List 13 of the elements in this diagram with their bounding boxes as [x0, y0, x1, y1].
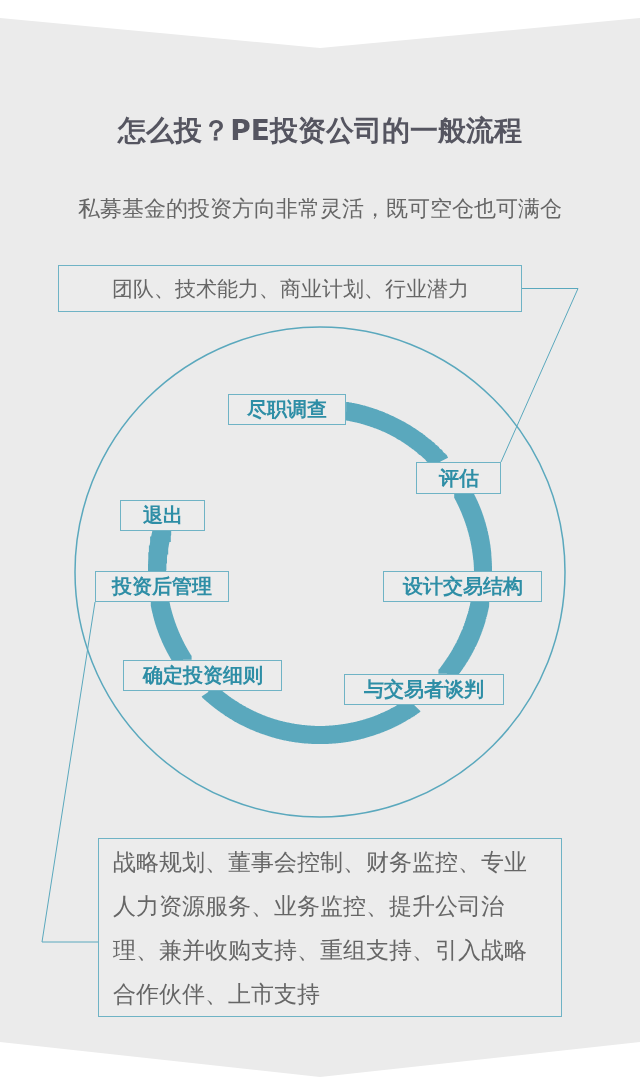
- criteria-box: 团队、技术能力、商业计划、行业潜力: [58, 265, 522, 312]
- services-box: 战略规划、董事会控制、财务监控、专业人力资源服务、业务监控、提升公司治理、兼并收购支持、重组支持、引入战略合作伙伴、上市支持: [98, 838, 562, 1017]
- leader-line: [500, 288, 579, 463]
- stage-box: 尽职调查: [228, 394, 346, 425]
- stage-box: 确定投资细则: [123, 660, 282, 691]
- stage-box: 设计交易结构: [383, 571, 542, 602]
- subtitle: 私募基金的投资方向非常灵活，既可空仓也可满仓: [77, 195, 563, 223]
- stage-box: 退出: [120, 500, 205, 531]
- stage-box: 评估: [416, 462, 501, 494]
- leader-line: [41, 601, 99, 943]
- stage-box: 投资后管理: [95, 571, 229, 602]
- stage-box: 与交易者谈判: [344, 674, 504, 705]
- title: 怎么投？PE投资公司的一般流程: [116, 113, 523, 149]
